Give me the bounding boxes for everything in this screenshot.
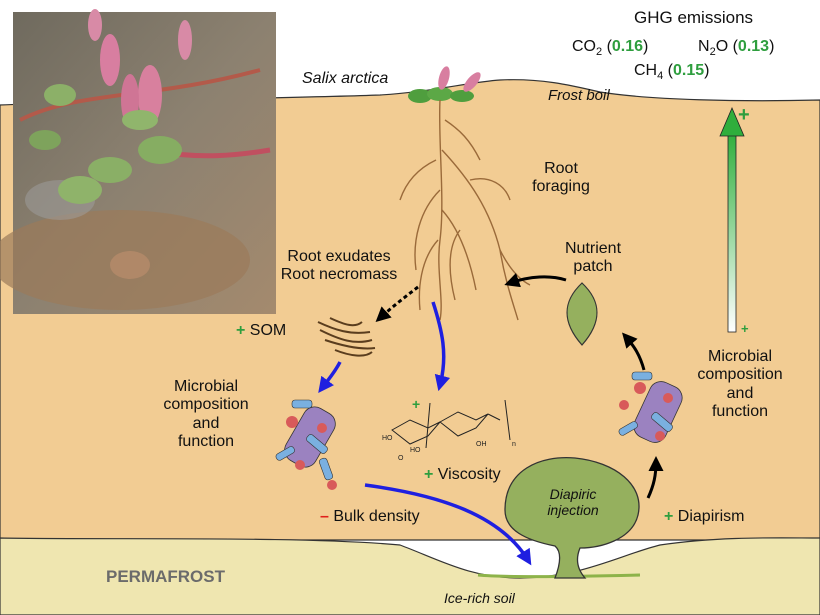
microbes-left: [275, 399, 337, 490]
arrow-to-ice-rich: [364, 483, 532, 566]
ice-rich-soil: [477, 573, 641, 578]
microbial-left-3: and: [192, 414, 220, 432]
n2o-sub: 2: [709, 46, 716, 59]
ghg-plus-bottom: +: [741, 321, 749, 336]
ghg-arrow-head: [719, 106, 745, 137]
ch4-sub: 4: [657, 70, 664, 83]
som-plus: +: [236, 322, 246, 339]
arrow-diapir-to-microbe: [646, 456, 664, 499]
microbial-left-1: Microbial: [173, 378, 238, 395]
arrow-exudate-to-viscosity: [431, 301, 451, 392]
n2o-formula: N: [698, 38, 710, 55]
mol-ho-1: HO: [382, 435, 393, 442]
exudates-line: Root exudates: [287, 248, 391, 265]
microbial-right-2: composition: [697, 366, 783, 384]
arrow-root-to-som: [375, 285, 419, 323]
som-debris: [317, 317, 376, 357]
ghg-co2: CO2 (0.16): [572, 38, 649, 59]
permafrost-label: PERMAFROST: [106, 567, 225, 586]
microbial-right-3: and: [726, 384, 754, 402]
salix-plant: [408, 66, 481, 103]
root-foraging-label: Root foraging: [516, 160, 606, 197]
co2-value: 0.16: [611, 38, 644, 55]
diapirism-text: Diapirism: [677, 508, 745, 525]
ch4-formula: CH: [634, 62, 658, 79]
ghg-ch4: CH4 (0.15): [634, 62, 710, 83]
nutrient-line2: patch: [573, 258, 613, 276]
ice-rich-label: Ice-rich soil: [444, 590, 515, 606]
mol-o: O: [398, 455, 404, 462]
nutrient-patch-shape: [566, 282, 598, 346]
frost-boil-label: Frost boil: [548, 87, 610, 104]
microbial-right-4: function: [711, 403, 769, 421]
bulk-density-minus: –: [320, 508, 329, 525]
bulk-density-label: – Bulk density: [320, 508, 420, 526]
ghg-plus-top: +: [738, 104, 750, 126]
root-foraging-line1: Root: [544, 160, 578, 177]
diapiric-label: Diapiric injection: [533, 486, 613, 518]
arrow-som-to-microbe: [318, 361, 342, 394]
ghg-arrow-shaft: [727, 131, 737, 333]
necromass-line: Root necromass: [280, 266, 398, 284]
som-text: SOM: [249, 322, 287, 339]
viscosity-label: + Viscosity: [424, 466, 501, 484]
mol-oh: OH: [476, 441, 487, 448]
polymer-plus: +: [412, 396, 421, 412]
salix-label: Salix arctica: [302, 70, 389, 87]
microbial-left-4: function: [177, 433, 235, 451]
co2-formula: CO: [572, 38, 596, 55]
microbial-right-1: Microbial: [707, 348, 772, 365]
root-foraging-line2: foraging: [532, 178, 590, 196]
diapir-shape: [504, 456, 640, 579]
nutrient-line1: Nutrient: [564, 240, 622, 257]
microbial-left-2: composition: [163, 396, 249, 414]
microbes-right: [618, 371, 683, 443]
mol-ho-2: HO: [410, 447, 421, 454]
microbial-right-label: Microbial composition and function: [680, 348, 800, 422]
polysaccharide-structure: HO HO OH O n: [382, 399, 516, 462]
diapirism-plus: +: [664, 508, 674, 525]
salix-photo: [0, 9, 276, 314]
bulk-density-text: Bulk density: [333, 508, 420, 525]
ch4-value: 0.15: [673, 62, 705, 79]
som-label: + SOM: [236, 322, 286, 340]
diapiric-line2: injection: [547, 502, 599, 519]
diapiric-line1: Diapiric: [549, 486, 597, 502]
arrow-microbe-to-patch: [622, 332, 646, 371]
viscosity-plus: +: [424, 466, 434, 483]
diapirism-label: + Diapirism: [664, 508, 744, 526]
mol-n: n: [512, 441, 516, 448]
root-exudates-label: Root exudates Root necromass: [254, 248, 424, 285]
viscosity-text: Viscosity: [437, 466, 501, 483]
co2-sub: 2: [596, 46, 603, 59]
n2o-value: 0.13: [737, 38, 770, 55]
ghg-title: GHG emissions: [634, 8, 754, 27]
microbial-left-label: Microbial composition and function: [146, 378, 266, 452]
n2o-tail: O: [715, 38, 729, 55]
nutrient-patch-label: Nutrient patch: [548, 240, 638, 277]
ghg-n2o: N2O (0.13): [698, 38, 775, 59]
arrow-patch-to-root: [504, 272, 567, 288]
